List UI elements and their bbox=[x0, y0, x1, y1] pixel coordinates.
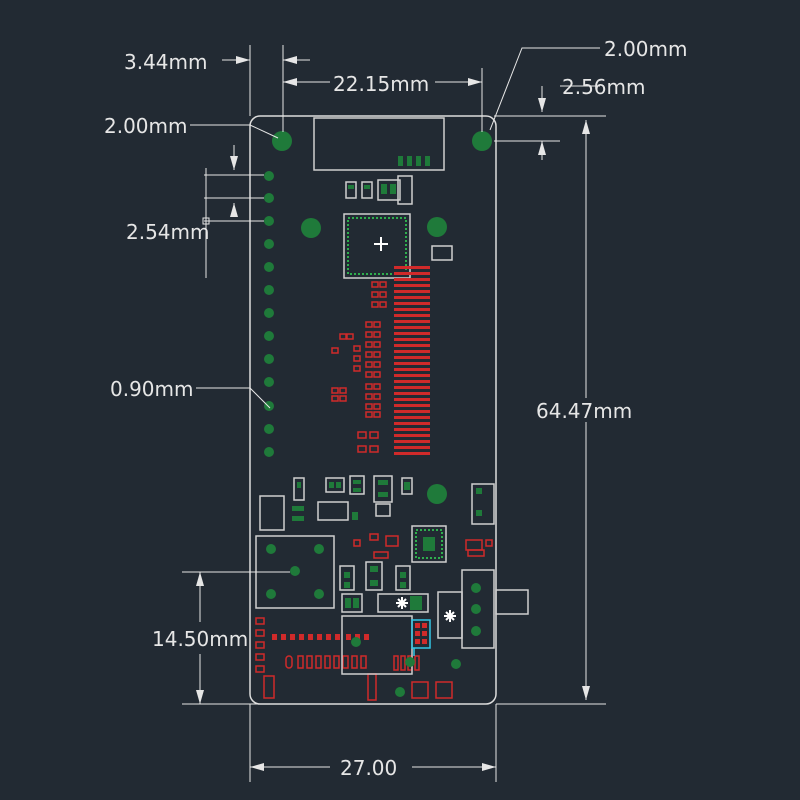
red-pin-row bbox=[263, 655, 453, 701]
star-marks bbox=[396, 597, 456, 622]
fiducial-left bbox=[301, 218, 321, 238]
lower-parts bbox=[259, 475, 495, 563]
mcu-pad-ring bbox=[347, 217, 407, 275]
dim-board-height: 64.47mm bbox=[536, 399, 632, 423]
mounting-hole-left bbox=[272, 131, 292, 151]
dim-hole-diameter-right: 2.00mm bbox=[604, 37, 688, 61]
header-pins bbox=[264, 171, 274, 457]
red-pad-strip bbox=[394, 266, 430, 455]
top-smd-pads bbox=[348, 184, 396, 194]
fiducial-lower bbox=[427, 484, 447, 504]
red-pad-row bbox=[272, 634, 369, 640]
red-connector-pads bbox=[255, 533, 493, 673]
dim-hole-offset-top: 2.56mm bbox=[562, 75, 646, 99]
board-outline bbox=[249, 115, 497, 705]
fiducial-right bbox=[427, 217, 447, 237]
dimension-lines bbox=[182, 45, 606, 782]
usb-connector-pads bbox=[266, 544, 324, 599]
dim-pin-pitch: 2.54mm bbox=[126, 220, 210, 244]
lower-green-pads bbox=[292, 480, 482, 521]
switch-area-pads bbox=[344, 566, 481, 697]
red-passive-pads bbox=[331, 281, 387, 453]
highlight-connector bbox=[411, 619, 431, 649]
dim-hole-diameter-left: 2.00mm bbox=[104, 114, 188, 138]
ic-center-pad bbox=[423, 537, 435, 551]
top-smd-parts bbox=[345, 175, 413, 205]
dim-mounting-offset: 3.44mm bbox=[124, 50, 208, 74]
mcu-chip bbox=[343, 213, 411, 279]
dim-hole-spacing: 22.15mm bbox=[333, 72, 429, 96]
dimension-arrows bbox=[196, 56, 590, 771]
dim-board-width: 27.00 bbox=[340, 756, 397, 780]
small-part-right bbox=[431, 245, 453, 261]
highlight-connector-pads bbox=[415, 623, 427, 644]
mcu-center-mark bbox=[374, 237, 388, 251]
dim-connector-offset: 14.50mm bbox=[152, 627, 248, 651]
dim-pin-diameter: 0.90mm bbox=[110, 377, 194, 401]
small-ic-pad-ring bbox=[415, 529, 443, 559]
mounting-hole-right bbox=[472, 131, 492, 151]
top-connector-outline bbox=[313, 117, 445, 171]
top-connector-pads bbox=[398, 156, 430, 166]
